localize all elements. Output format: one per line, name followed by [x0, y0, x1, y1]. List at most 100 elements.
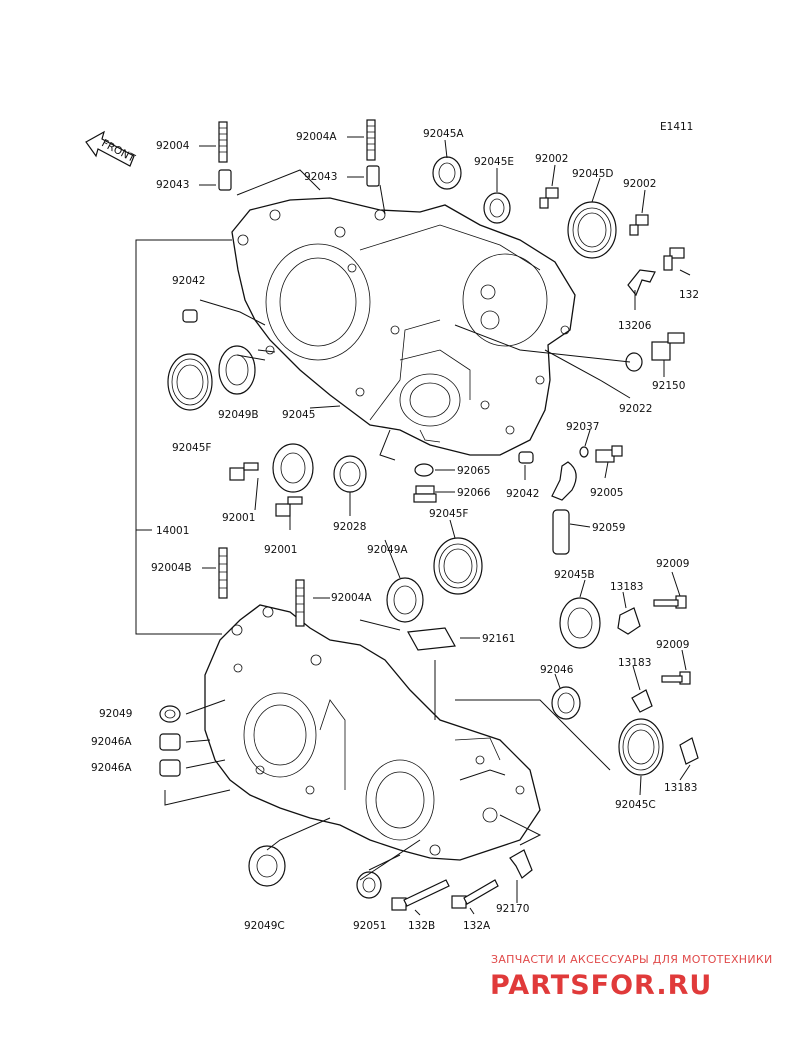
leader-lines	[135, 136, 691, 916]
label-92049C: 92049C	[244, 920, 285, 932]
bearing-92045F-a	[167, 353, 213, 411]
label-92045E: 92045E	[474, 156, 514, 168]
seal-92051	[356, 871, 382, 899]
washer-92065	[414, 463, 434, 477]
label-92042-b: 92042	[506, 488, 539, 500]
bearing-92045C	[618, 718, 664, 776]
seal-92049	[159, 705, 181, 723]
bearing-92045F-b	[433, 537, 483, 595]
label-13183-b: 13183	[618, 657, 651, 669]
dowel-92043-b	[366, 165, 380, 187]
front-arrow-icon: FRONT	[85, 130, 137, 167]
upper-crankcase	[231, 197, 576, 456]
stud-92004B	[218, 547, 228, 599]
label-92049B: 92049B	[218, 409, 259, 421]
bearing-92045	[272, 443, 314, 493]
clamp-92170	[509, 849, 533, 879]
bushing-92028	[333, 455, 367, 493]
bearing-92045B	[559, 597, 601, 649]
label-92005: 92005	[590, 487, 623, 499]
label-92042-a: 92042	[172, 275, 205, 287]
label-92001-b: 92001	[264, 544, 297, 556]
label-132A: 132A	[463, 920, 491, 932]
label-92049: 92049	[99, 708, 132, 720]
label-92170: 92170	[496, 903, 529, 915]
label-92046A-b: 92046A	[91, 762, 132, 774]
bolt-92001-a	[229, 462, 259, 481]
label-92037: 92037	[566, 421, 599, 433]
label-13183-c: 13183	[664, 782, 697, 794]
label-92004: 92004	[156, 140, 190, 152]
label-92002-a: 92002	[535, 153, 568, 165]
dowel-92042-b	[518, 451, 534, 464]
stud-92004	[218, 121, 228, 163]
label-92002-b: 92002	[623, 178, 656, 190]
hose-92059	[551, 461, 577, 501]
label-92043-b: 92043	[304, 171, 337, 183]
fitting-92150	[651, 332, 685, 361]
needle-bearing-92046A-b	[159, 759, 181, 777]
bolt-132B	[391, 879, 450, 911]
label-92150: 92150	[652, 380, 685, 392]
label-92046: 92046	[540, 664, 574, 676]
diagram-code: E1411	[660, 121, 693, 133]
clamp-13206	[627, 269, 656, 297]
label-92009-b: 92009	[656, 639, 689, 651]
label-92043-a: 92043	[156, 179, 189, 191]
label-92045F-a: 92045F	[172, 442, 211, 454]
label-92004A-top: 92004A	[296, 131, 337, 143]
label-92051: 92051	[353, 920, 386, 932]
label-92001-a: 92001	[222, 512, 255, 524]
label-92004B: 92004B	[151, 562, 192, 574]
label-92045: 92045	[282, 409, 315, 421]
label-92161: 92161	[482, 633, 515, 645]
bolt-132	[663, 247, 685, 271]
label-13206: 13206	[618, 320, 652, 332]
label-92066: 92066	[457, 487, 491, 499]
watermark-tagline: ЗАПЧАСТИ И АКСЕССУАРЫ ДЛЯ МОТОТЕХНИКИ	[491, 953, 773, 966]
watermark: ЗАПЧАСТИ И АКСЕССУАРЫ ДЛЯ МОТОТЕХНИКИ PA…	[490, 953, 773, 1001]
seal-92049A	[386, 577, 424, 623]
gasket-92161	[407, 627, 456, 651]
lower-crankcase	[204, 604, 541, 861]
label-92045F-b: 92045F	[429, 508, 468, 520]
label-92022: 92022	[619, 403, 652, 415]
screw-92002-b	[629, 214, 649, 236]
fitting-92005	[595, 445, 623, 463]
dowel-92042-a	[182, 309, 198, 323]
label-92046A-a: 92046A	[91, 736, 132, 748]
stud-92004A-bottom	[295, 579, 305, 627]
plate-13183-c	[679, 737, 699, 765]
label-92009-a: 92009	[656, 558, 689, 570]
label-92065: 92065	[457, 465, 490, 477]
needle-bearing-92046A-a	[159, 733, 181, 751]
screw-92002-a	[539, 187, 559, 209]
plate-13183-b	[631, 689, 653, 713]
label-92049A: 92049A	[367, 544, 408, 556]
bearing-92045E	[483, 192, 511, 224]
label-92045A: 92045A	[423, 128, 464, 140]
seal-92049C	[248, 845, 286, 887]
bolt-92001-b	[275, 496, 303, 517]
needle-bearing-92046	[551, 686, 581, 720]
bolt-92009-a	[653, 595, 687, 609]
label-132B: 132B	[408, 920, 435, 932]
seal-92045A	[432, 156, 462, 190]
bolt-92009-b	[661, 671, 691, 685]
bolt-132A	[451, 879, 499, 909]
dowel-92043-a	[218, 169, 232, 191]
label-92045B: 92045B	[554, 569, 595, 581]
label-92059: 92059	[592, 522, 625, 534]
watermark-logo: PARTSFOR.RU	[490, 970, 712, 1001]
oring-92037	[579, 446, 589, 458]
label-92045C: 92045C	[615, 799, 656, 811]
label-92004A-bottom: 92004A	[331, 592, 372, 604]
plug-92066	[413, 485, 437, 503]
stud-92004A-top	[366, 119, 376, 161]
hose-92059-b	[552, 509, 570, 555]
label-13183-a: 13183	[610, 581, 643, 593]
label-92028: 92028	[333, 521, 366, 533]
plate-13183-a	[617, 607, 641, 635]
part-labels: 92004 92043 92004A 92043 92045A 92045E 9…	[91, 128, 699, 932]
